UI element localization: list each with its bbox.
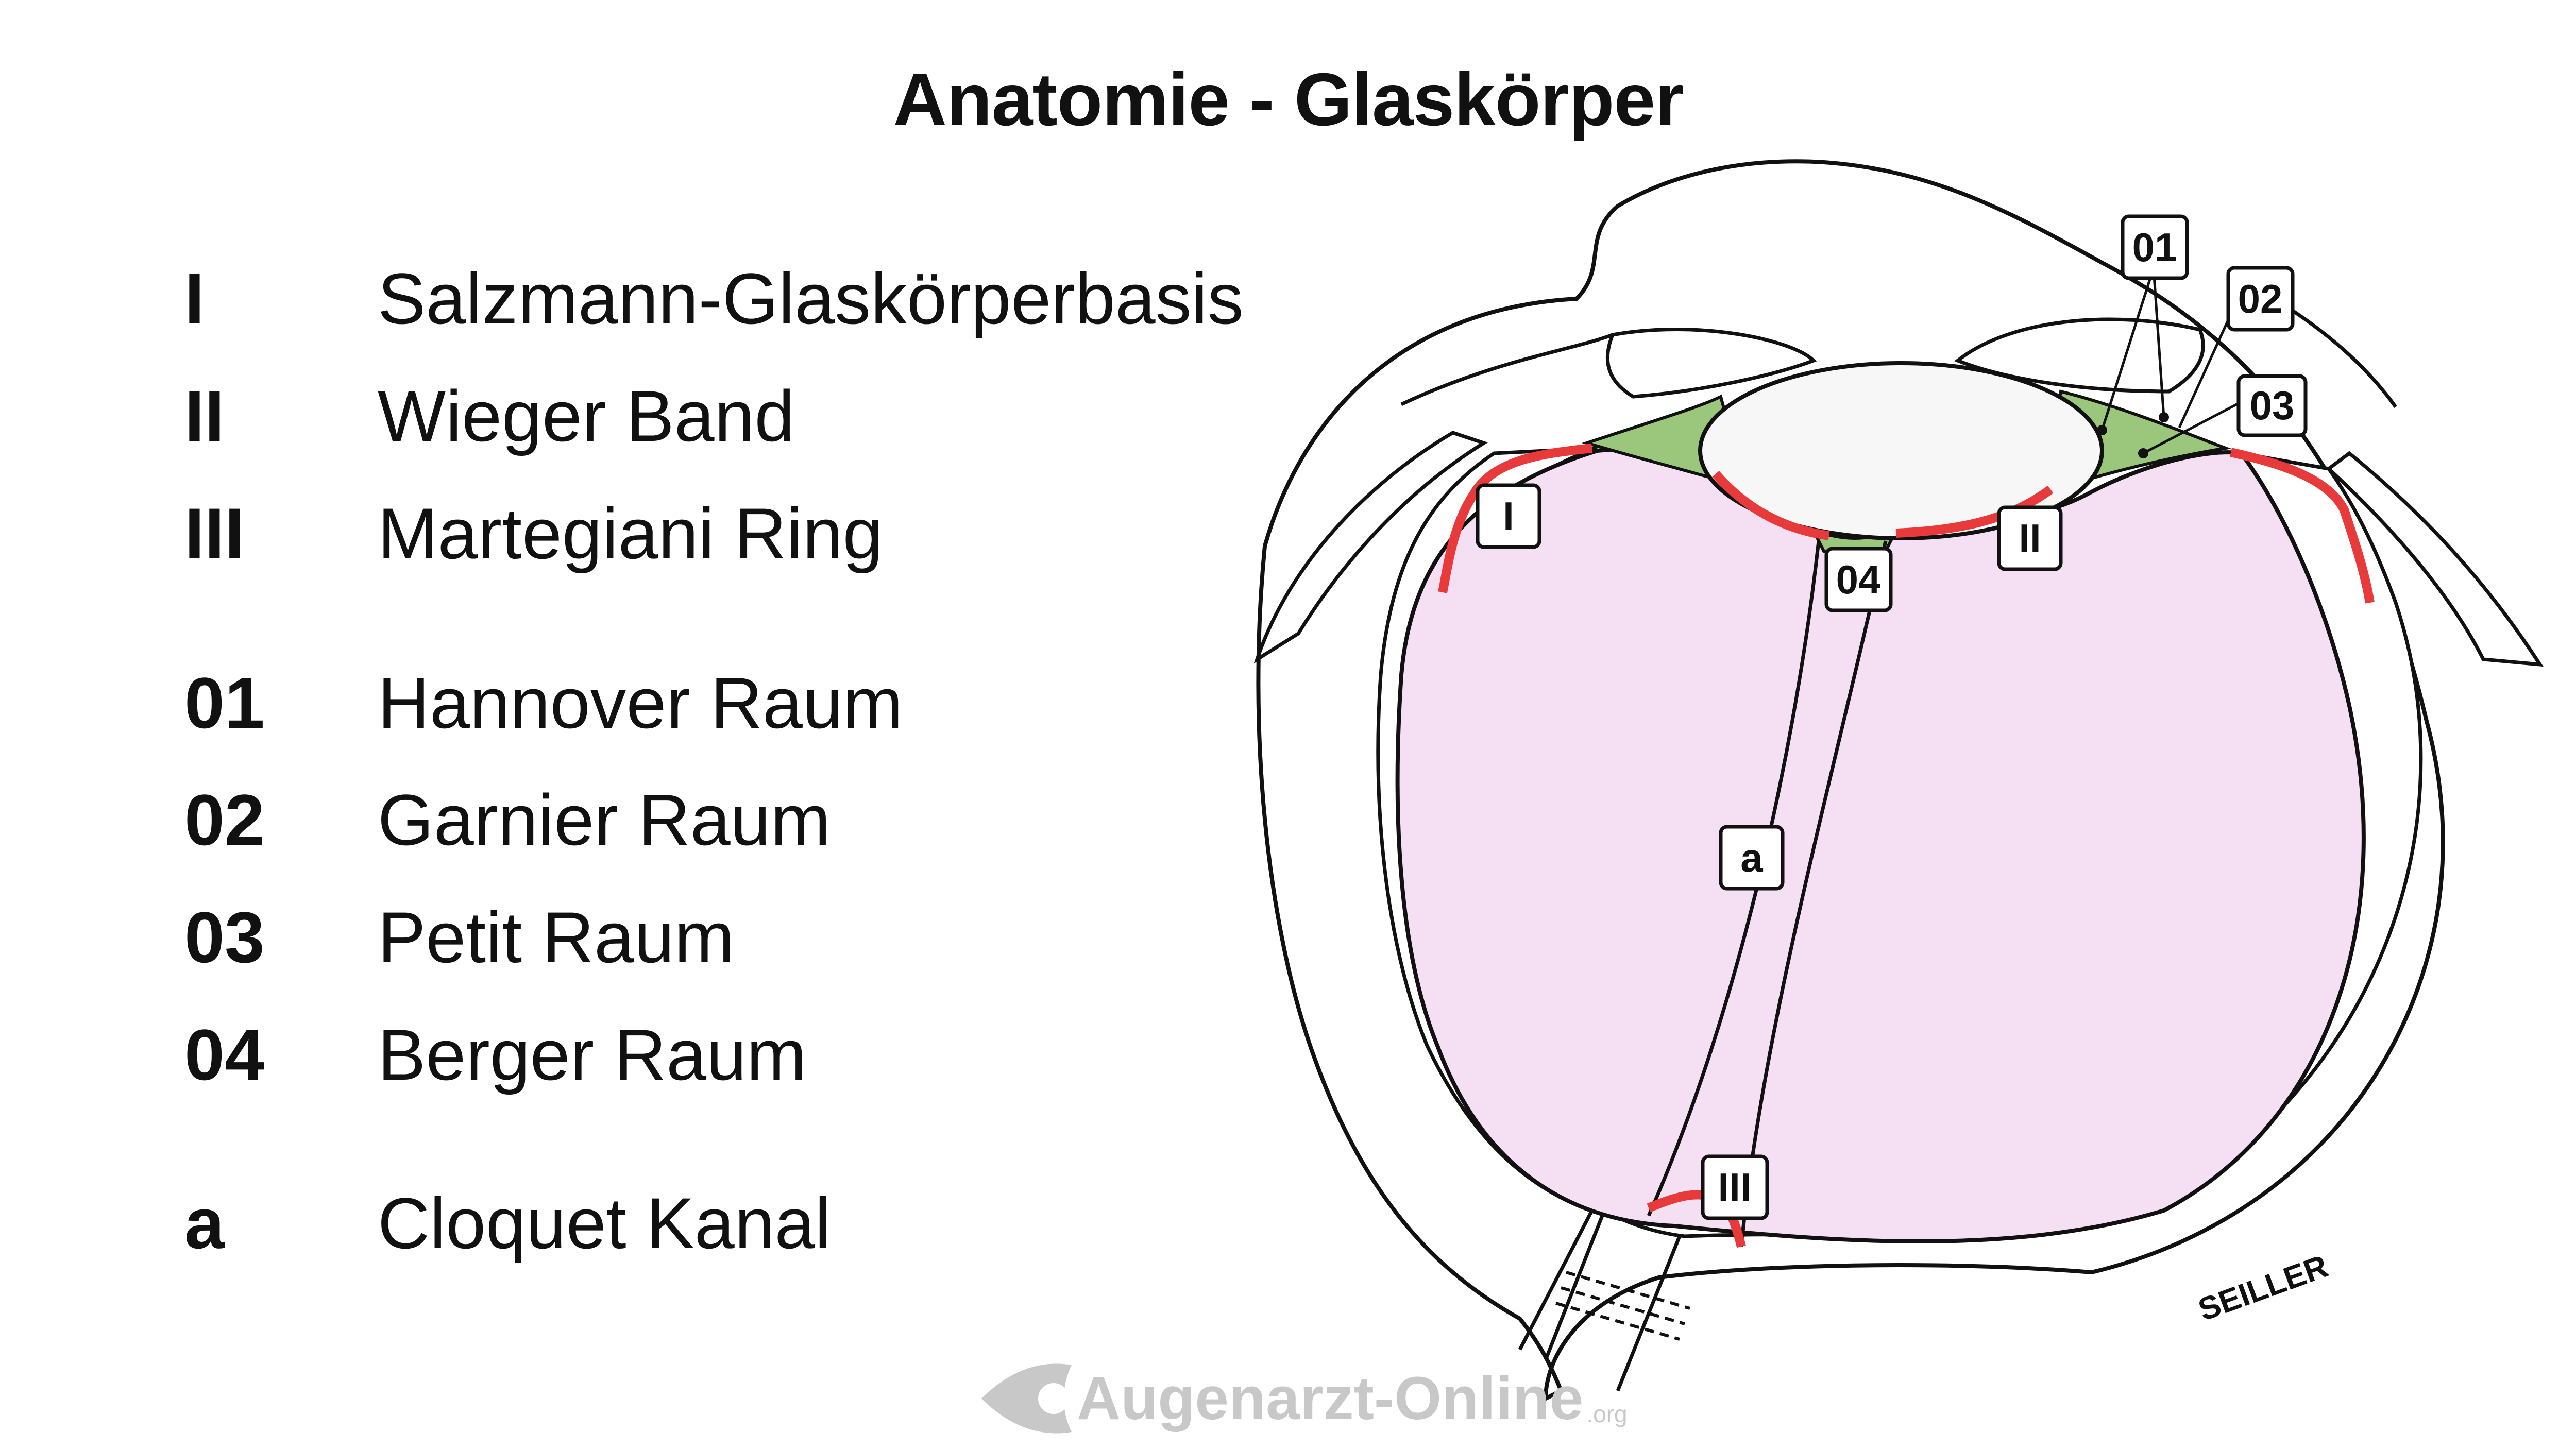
- attachment-salzmann-right: [2230, 448, 2375, 604]
- svg-text:03: 03: [2250, 383, 2295, 428]
- legend-item: I Salzmann-Glaskörperbasis: [184, 252, 1244, 345]
- page-title: Anatomie - Glaskörper: [893, 58, 1684, 141]
- legend-text: Hannover Raum: [378, 662, 903, 743]
- svg-text:01: 01: [2132, 225, 2177, 270]
- svg-text:III: III: [1718, 1165, 1751, 1210]
- legend-key: a: [184, 1183, 225, 1264]
- watermark-sub: .org: [1586, 1401, 1628, 1427]
- lamina-cribrosa: [1555, 1271, 1690, 1341]
- attachment-salzmann-left: [1438, 444, 1592, 593]
- legend-text: Petit Raum: [378, 897, 735, 978]
- svg-text:I: I: [1503, 493, 1514, 539]
- legend-text: Martegiani Ring: [378, 493, 883, 574]
- signature: SEILLER: [2194, 1249, 2333, 1328]
- watermark-text: Augenarzt-Online: [1077, 1365, 1584, 1433]
- watermark-pupil-icon: [1038, 1383, 1069, 1414]
- legend-item: II Wieger Band: [184, 370, 794, 463]
- cloquet-canal: [1647, 540, 1888, 1247]
- legend-item: III Martegiani Ring: [184, 487, 883, 580]
- legend-item: 01 Hannover Raum: [184, 657, 903, 749]
- watermark-eye-icon: [981, 1363, 1072, 1434]
- iris-left: [1605, 328, 1817, 399]
- legend-key: 01: [184, 662, 265, 743]
- leader-dot: [2159, 412, 2169, 422]
- legend-key: 04: [184, 1014, 265, 1095]
- optic-nerve: [1518, 1209, 1682, 1392]
- attachment-wieger: [1712, 471, 2054, 540]
- iris-right: [1954, 317, 2205, 394]
- legend-key: III: [184, 493, 245, 574]
- legend-key: II: [184, 376, 225, 456]
- legend-text: Salzmann-Glaskörperbasis: [378, 258, 1244, 339]
- label-04: 04: [1824, 547, 1893, 612]
- legend-text: Cloquet Kanal: [378, 1183, 831, 1264]
- legend-text: Garnier Raum: [378, 779, 831, 860]
- leader-dot: [2097, 425, 2107, 435]
- legend-item: 04 Berger Raum: [184, 1009, 807, 1101]
- label-a: a: [1719, 825, 1785, 891]
- label-I: I: [1476, 483, 1541, 549]
- legend-key: I: [184, 258, 205, 339]
- legend-text: Wieger Band: [378, 376, 795, 456]
- label-03: 03: [2236, 374, 2308, 437]
- leader-lines: [2100, 267, 2252, 455]
- eyelid-right: [2326, 451, 2544, 667]
- label-01: 01: [2121, 214, 2189, 280]
- svg-text:II: II: [2019, 516, 2041, 561]
- leader-dot: [2138, 448, 2148, 458]
- label-III: III: [1701, 1154, 1769, 1220]
- label-02: 02: [2226, 266, 2295, 332]
- legend-item: 03 Petit Raum: [184, 891, 734, 984]
- legend-text: Berger Raum: [378, 1014, 807, 1095]
- svg-text:a: a: [1740, 835, 1763, 880]
- eyelid-left: [1253, 431, 1488, 664]
- svg-text:04: 04: [1836, 557, 1881, 602]
- legend-item: 02 Garnier Raum: [184, 774, 831, 866]
- legend-key: 02: [184, 779, 265, 860]
- lens: [1698, 361, 2104, 540]
- legend-key: 03: [184, 897, 265, 978]
- svg-text:02: 02: [2238, 276, 2283, 321]
- label-II: II: [1997, 505, 2063, 571]
- watermark: Augenarzt-Online .org: [1077, 1360, 1628, 1437]
- legend-item: a Cloquet Kanal: [184, 1177, 831, 1270]
